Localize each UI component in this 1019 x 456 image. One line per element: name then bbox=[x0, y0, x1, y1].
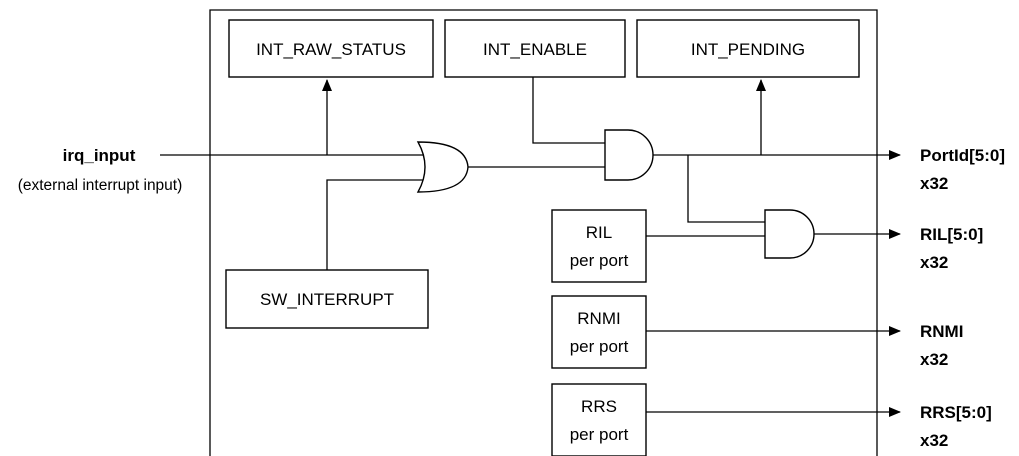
or-gate bbox=[416, 141, 469, 193]
rnmi-output-count: x32 bbox=[920, 350, 948, 369]
int-enable-register: INT_ENABLE bbox=[444, 19, 626, 78]
sw-interrupt-wire bbox=[326, 179, 428, 270]
ril-output-count: x32 bbox=[920, 253, 948, 272]
irq-input-description: (external interrupt input) bbox=[18, 177, 183, 194]
portid-output-count: x32 bbox=[920, 174, 948, 193]
ril-output-label: RIL[5:0] bbox=[920, 225, 983, 244]
sw-interrupt-register: SW_INTERRUPT bbox=[225, 269, 429, 329]
int-raw-status-register: INT_RAW_STATUS bbox=[228, 19, 434, 78]
sw-interrupt-label: SW_INTERRUPT bbox=[260, 290, 394, 309]
rnmi-output-label: RNMI bbox=[920, 322, 963, 341]
rrs-per-port-block: RRS per port bbox=[551, 383, 647, 456]
portid-output-label: PortId[5:0] bbox=[920, 146, 1005, 165]
rrs-output-label: RRS[5:0] bbox=[920, 403, 992, 422]
module-boundary bbox=[209, 9, 878, 456]
int-pending-register: INT_PENDING bbox=[636, 19, 860, 78]
rrs-output-count: x32 bbox=[920, 431, 948, 450]
ril-label: RIL bbox=[586, 223, 612, 242]
ril-per-port-block: RIL per port bbox=[551, 209, 647, 283]
rnmi-label: RNMI bbox=[577, 309, 620, 328]
rnmi-sub-label: per port bbox=[570, 337, 629, 356]
rrs-label: RRS bbox=[581, 397, 617, 416]
ril-sub-label: per port bbox=[570, 251, 629, 270]
and-gate-ril bbox=[764, 209, 815, 259]
rrs-sub-label: per port bbox=[570, 425, 629, 444]
int-pending-label: INT_PENDING bbox=[691, 40, 805, 59]
rnmi-per-port-block: RNMI per port bbox=[551, 295, 647, 369]
int-raw-status-label: INT_RAW_STATUS bbox=[256, 40, 406, 59]
int-enable-label: INT_ENABLE bbox=[483, 40, 587, 59]
int-enable-wire bbox=[532, 77, 605, 144]
irq-input-label: irq_input bbox=[63, 146, 136, 165]
and-gate-pending bbox=[604, 129, 654, 181]
and2-enable-wire bbox=[687, 155, 765, 223]
